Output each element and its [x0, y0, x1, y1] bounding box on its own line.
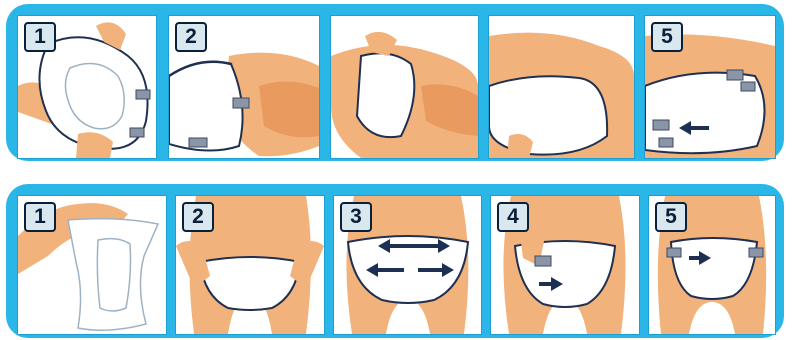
bottom-step-3-panel: 3	[333, 195, 482, 335]
bottom-step-5-panel: 5	[648, 195, 776, 335]
step-number-badge: 2	[182, 202, 214, 232]
step-number-badge: 1	[24, 202, 56, 232]
step-number-badge: 4	[497, 202, 529, 232]
step-number-badge: 5	[651, 22, 683, 52]
bottom-step-2-panel: 2	[175, 195, 325, 335]
bottom-step-4-panel: 4	[490, 195, 640, 335]
step-number-badge: 5	[655, 202, 687, 232]
bottom-step-1-panel: 1	[17, 195, 167, 335]
top-step-4-panel	[488, 15, 635, 159]
step-number-badge: 3	[340, 202, 372, 232]
step-number-badge: 2	[175, 22, 207, 52]
positioning-product-illustration	[489, 16, 634, 158]
step-number-badge: 1	[24, 22, 56, 52]
top-step-1-panel: 1	[17, 15, 157, 159]
top-step-3-panel	[330, 15, 479, 159]
top-step-5-panel: 5	[644, 15, 776, 159]
top-step-2-panel: 2	[168, 15, 320, 159]
rolling-patient-illustration	[331, 16, 478, 158]
